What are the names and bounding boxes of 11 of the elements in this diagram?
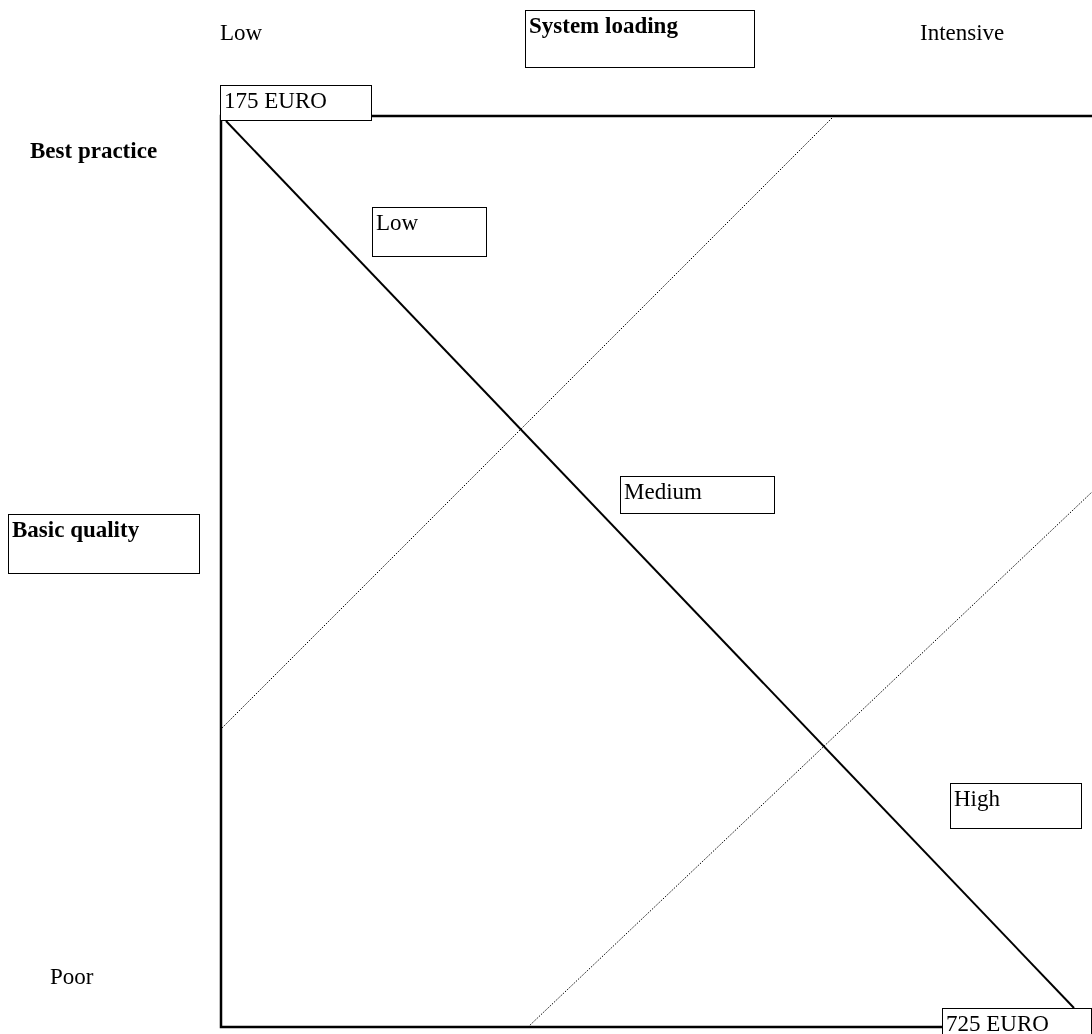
- text-box: 725 EURO: [942, 1008, 1092, 1034]
- text-box: 175 EURO: [220, 85, 372, 121]
- axis-label: Intensive: [920, 19, 1005, 47]
- axis-label: Low: [220, 19, 263, 47]
- text-box: Low: [372, 207, 487, 257]
- axis-label: Poor: [50, 963, 94, 991]
- text-box: System loading: [525, 10, 755, 68]
- text-box: High: [950, 783, 1082, 829]
- axis-label: Best practice: [30, 137, 158, 165]
- text-box: Basic quality: [8, 514, 200, 574]
- text-box: Medium: [620, 476, 775, 514]
